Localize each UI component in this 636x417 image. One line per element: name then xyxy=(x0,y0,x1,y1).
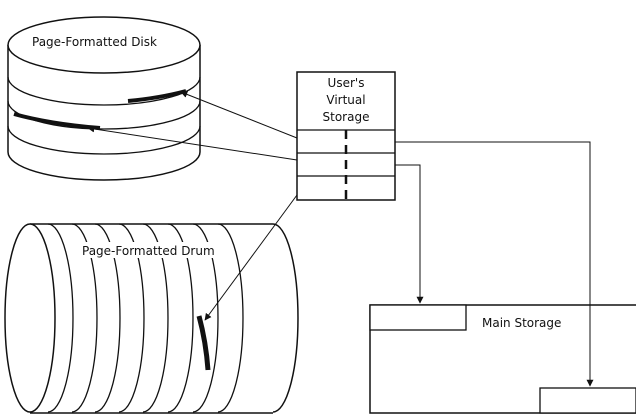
drum-label: Page-Formatted Drum xyxy=(82,244,215,258)
drum-band-arc xyxy=(192,223,219,413)
arrow-to-main-storage-frame-2 xyxy=(395,141,594,387)
page-formatted-disk: Page-Formatted Disk xyxy=(7,16,201,181)
virtual-storage-label-line1: User's xyxy=(328,76,365,90)
main-storage-page-frame xyxy=(369,304,467,331)
main-storage-outline xyxy=(369,304,636,414)
disk-body xyxy=(7,45,201,181)
arrow-to-main-storage-frame-1 xyxy=(395,164,424,304)
drum-page-segment xyxy=(196,315,211,371)
main-storage-page-frame xyxy=(539,387,636,414)
arrow-to-disk-lower xyxy=(87,125,298,161)
disk-platter-line xyxy=(7,76,201,106)
disk-platter-line xyxy=(7,125,201,155)
arrow-to-drum xyxy=(204,194,298,321)
drum-band-arc xyxy=(118,223,145,413)
page-arrows xyxy=(87,91,594,387)
users-virtual-storage: User's Virtual Storage xyxy=(296,71,396,201)
main-storage-label: Main Storage xyxy=(482,316,561,330)
disk-top xyxy=(7,16,201,74)
drum-band-arc xyxy=(217,223,244,413)
page-formatted-drum: Page-Formatted Drum xyxy=(4,223,299,414)
drum-end-cap xyxy=(4,223,56,413)
main-storage: Main Storage xyxy=(369,304,636,414)
drum-band-arc xyxy=(94,223,121,413)
virtual-storage-label-line3: Storage xyxy=(323,110,370,124)
drum-band-arc xyxy=(71,223,98,413)
drum-label-backing xyxy=(80,242,230,258)
drum-band-arc xyxy=(167,223,194,413)
drum-band-arc xyxy=(142,223,169,413)
arrow-to-disk-upper xyxy=(180,91,298,139)
disk-label: Page-Formatted Disk xyxy=(32,35,157,49)
drum-right-end xyxy=(272,223,299,413)
virtual-storage-label-line2: Virtual xyxy=(326,93,365,107)
drum-band-arc xyxy=(47,223,74,413)
